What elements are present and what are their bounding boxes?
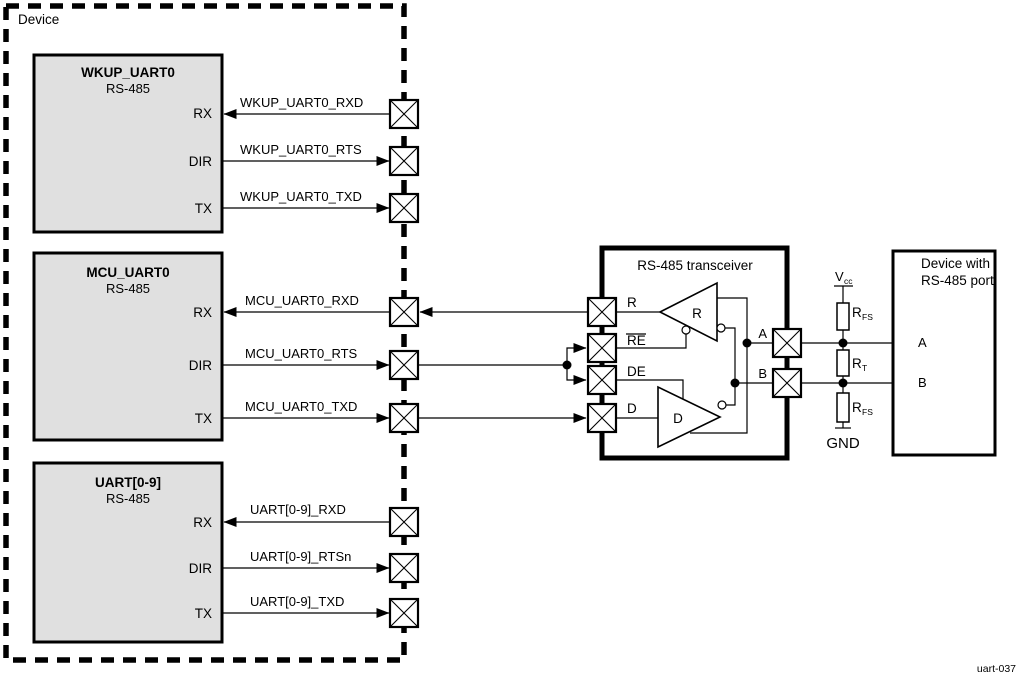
driver-amp — [657, 385, 722, 449]
wkup-rxd-label: WKUP_UART0_RXD — [240, 95, 363, 110]
wkup-uart0-box — [32, 53, 224, 234]
mcu-uart0-title: MCU_UART0 — [86, 265, 169, 280]
wkup-pin-dir: DIR — [189, 154, 213, 169]
pad-mcu-rxd — [388, 296, 420, 328]
uart09-rtsn-label: UART[0-9]_RTSn — [250, 549, 351, 564]
junction-b — [730, 378, 740, 388]
device-boundary — [3, 3, 407, 663]
pad-wkup-txd — [388, 192, 420, 224]
wkup-uart0-block: WKUP_UART0 RS-485 RX DIR TX — [32, 53, 224, 234]
wkup-rts-label: WKUP_UART0_RTS — [240, 142, 362, 157]
rfs-top-sub: FS — [862, 312, 873, 322]
uart09-box — [32, 461, 224, 644]
pin-label-r: R — [627, 295, 637, 310]
pad-wkup-rts — [388, 145, 420, 177]
pad-wkup-rxd — [388, 98, 420, 130]
driver-amp-label: D — [673, 411, 683, 426]
wire-rts-to-de — [566, 365, 587, 385]
wkup-pin-tx: TX — [195, 201, 212, 216]
junction-a — [742, 338, 752, 348]
gnd-label: GND — [826, 435, 860, 452]
vcc-label: V — [835, 269, 844, 284]
wire-pin-de — [616, 379, 684, 399]
pad-xcvr-b — [771, 367, 803, 399]
remote-device-box — [891, 249, 997, 457]
transceiver-title: RS-485 transceiver — [637, 258, 753, 273]
remote-port-b: B — [918, 375, 927, 390]
pad-xcvr-r — [586, 296, 618, 328]
remote-device-title-1: Device with — [921, 256, 990, 271]
mcu-pin-tx: TX — [195, 411, 212, 426]
re-enable-bubble — [681, 325, 691, 335]
wkup-uart0-title: WKUP_UART0 — [81, 65, 175, 80]
uart09-pin-rx: RX — [193, 515, 212, 530]
out-a-label: A — [758, 326, 767, 341]
vcc-sub-label: cc — [844, 276, 853, 286]
wkup-txd-label: WKUP_UART0_TXD — [240, 189, 362, 204]
pin-label-de: DE — [627, 364, 646, 379]
mcu-txd-label: MCU_UART0_TXD — [245, 399, 357, 414]
pin-label-d: D — [627, 401, 637, 416]
pad-uart09-rtsn — [388, 552, 420, 584]
mcu-rxd-label: MCU_UART0_RXD — [245, 293, 359, 308]
pad-xcvr-d — [586, 402, 618, 434]
mcu-pin-dir: DIR — [189, 358, 213, 373]
remote-device: Device with RS-485 port A B — [891, 249, 997, 457]
uart09-rxd-label: UART[0-9]_RXD — [250, 502, 346, 517]
resistor-rt — [836, 349, 850, 377]
driver-inv-bubble — [717, 400, 727, 410]
device-label: Device — [18, 12, 59, 27]
rfs-top-label: R — [852, 305, 862, 320]
mcu-uart0-box — [32, 251, 224, 442]
uart09-block: UART[0-9] RS-485 RX DIR TX — [32, 461, 224, 644]
resistor-rfs-bottom — [836, 392, 850, 423]
wire-rts-to-re — [566, 343, 587, 365]
rs485-transceiver: RS-485 transceiver R RE DE D R D A B — [599, 245, 790, 461]
pad-xcvr-de — [586, 364, 618, 396]
rfs-bottom-sub: FS — [862, 407, 873, 417]
rfs-bottom-label: R — [852, 400, 862, 415]
pad-uart09-rxd — [388, 506, 420, 538]
mcu-rts-label: MCU_UART0_RTS — [245, 346, 358, 361]
pad-mcu-txd — [388, 402, 420, 434]
pad-xcvr-re — [586, 332, 618, 364]
termination-network: V cc R FS R T R FS GND — [826, 269, 873, 452]
rt-sub: T — [862, 363, 867, 373]
mcu-uart0-block: MCU_UART0 RS-485 RX DIR TX — [32, 251, 224, 442]
junction-rts — [562, 360, 572, 370]
pad-xcvr-a — [771, 327, 803, 359]
uart09-txd-label: UART[0-9]_TXD — [250, 594, 344, 609]
figure-code: uart-037 — [977, 663, 1016, 675]
remote-device-title-2: RS-485 port — [921, 273, 994, 288]
resistor-rfs-top — [836, 302, 850, 331]
receiver-inv-bubble — [716, 323, 726, 333]
pin-label-re: RE — [627, 333, 646, 348]
mcu-uart0-subtitle: RS-485 — [106, 281, 150, 296]
uart09-pin-tx: TX — [195, 606, 212, 621]
pad-uart09-txd — [388, 597, 420, 629]
uart09-pin-dir: DIR — [189, 561, 213, 576]
wire-bus-a-internal — [690, 297, 748, 434]
wire-bus-b-internal — [725, 327, 736, 406]
wire-pin-re — [616, 334, 687, 349]
uart09-subtitle: RS-485 — [106, 491, 150, 506]
out-b-label: B — [758, 366, 767, 381]
receiver-amp-label: R — [692, 306, 702, 321]
pad-mcu-rts — [388, 349, 420, 381]
wkup-uart0-subtitle: RS-485 — [106, 81, 150, 96]
uart09-title: UART[0-9] — [95, 475, 161, 490]
wkup-pin-rx: RX — [193, 106, 212, 121]
remote-port-a: A — [918, 335, 927, 350]
rt-label: R — [852, 356, 862, 371]
mcu-pin-rx: RX — [193, 305, 212, 320]
